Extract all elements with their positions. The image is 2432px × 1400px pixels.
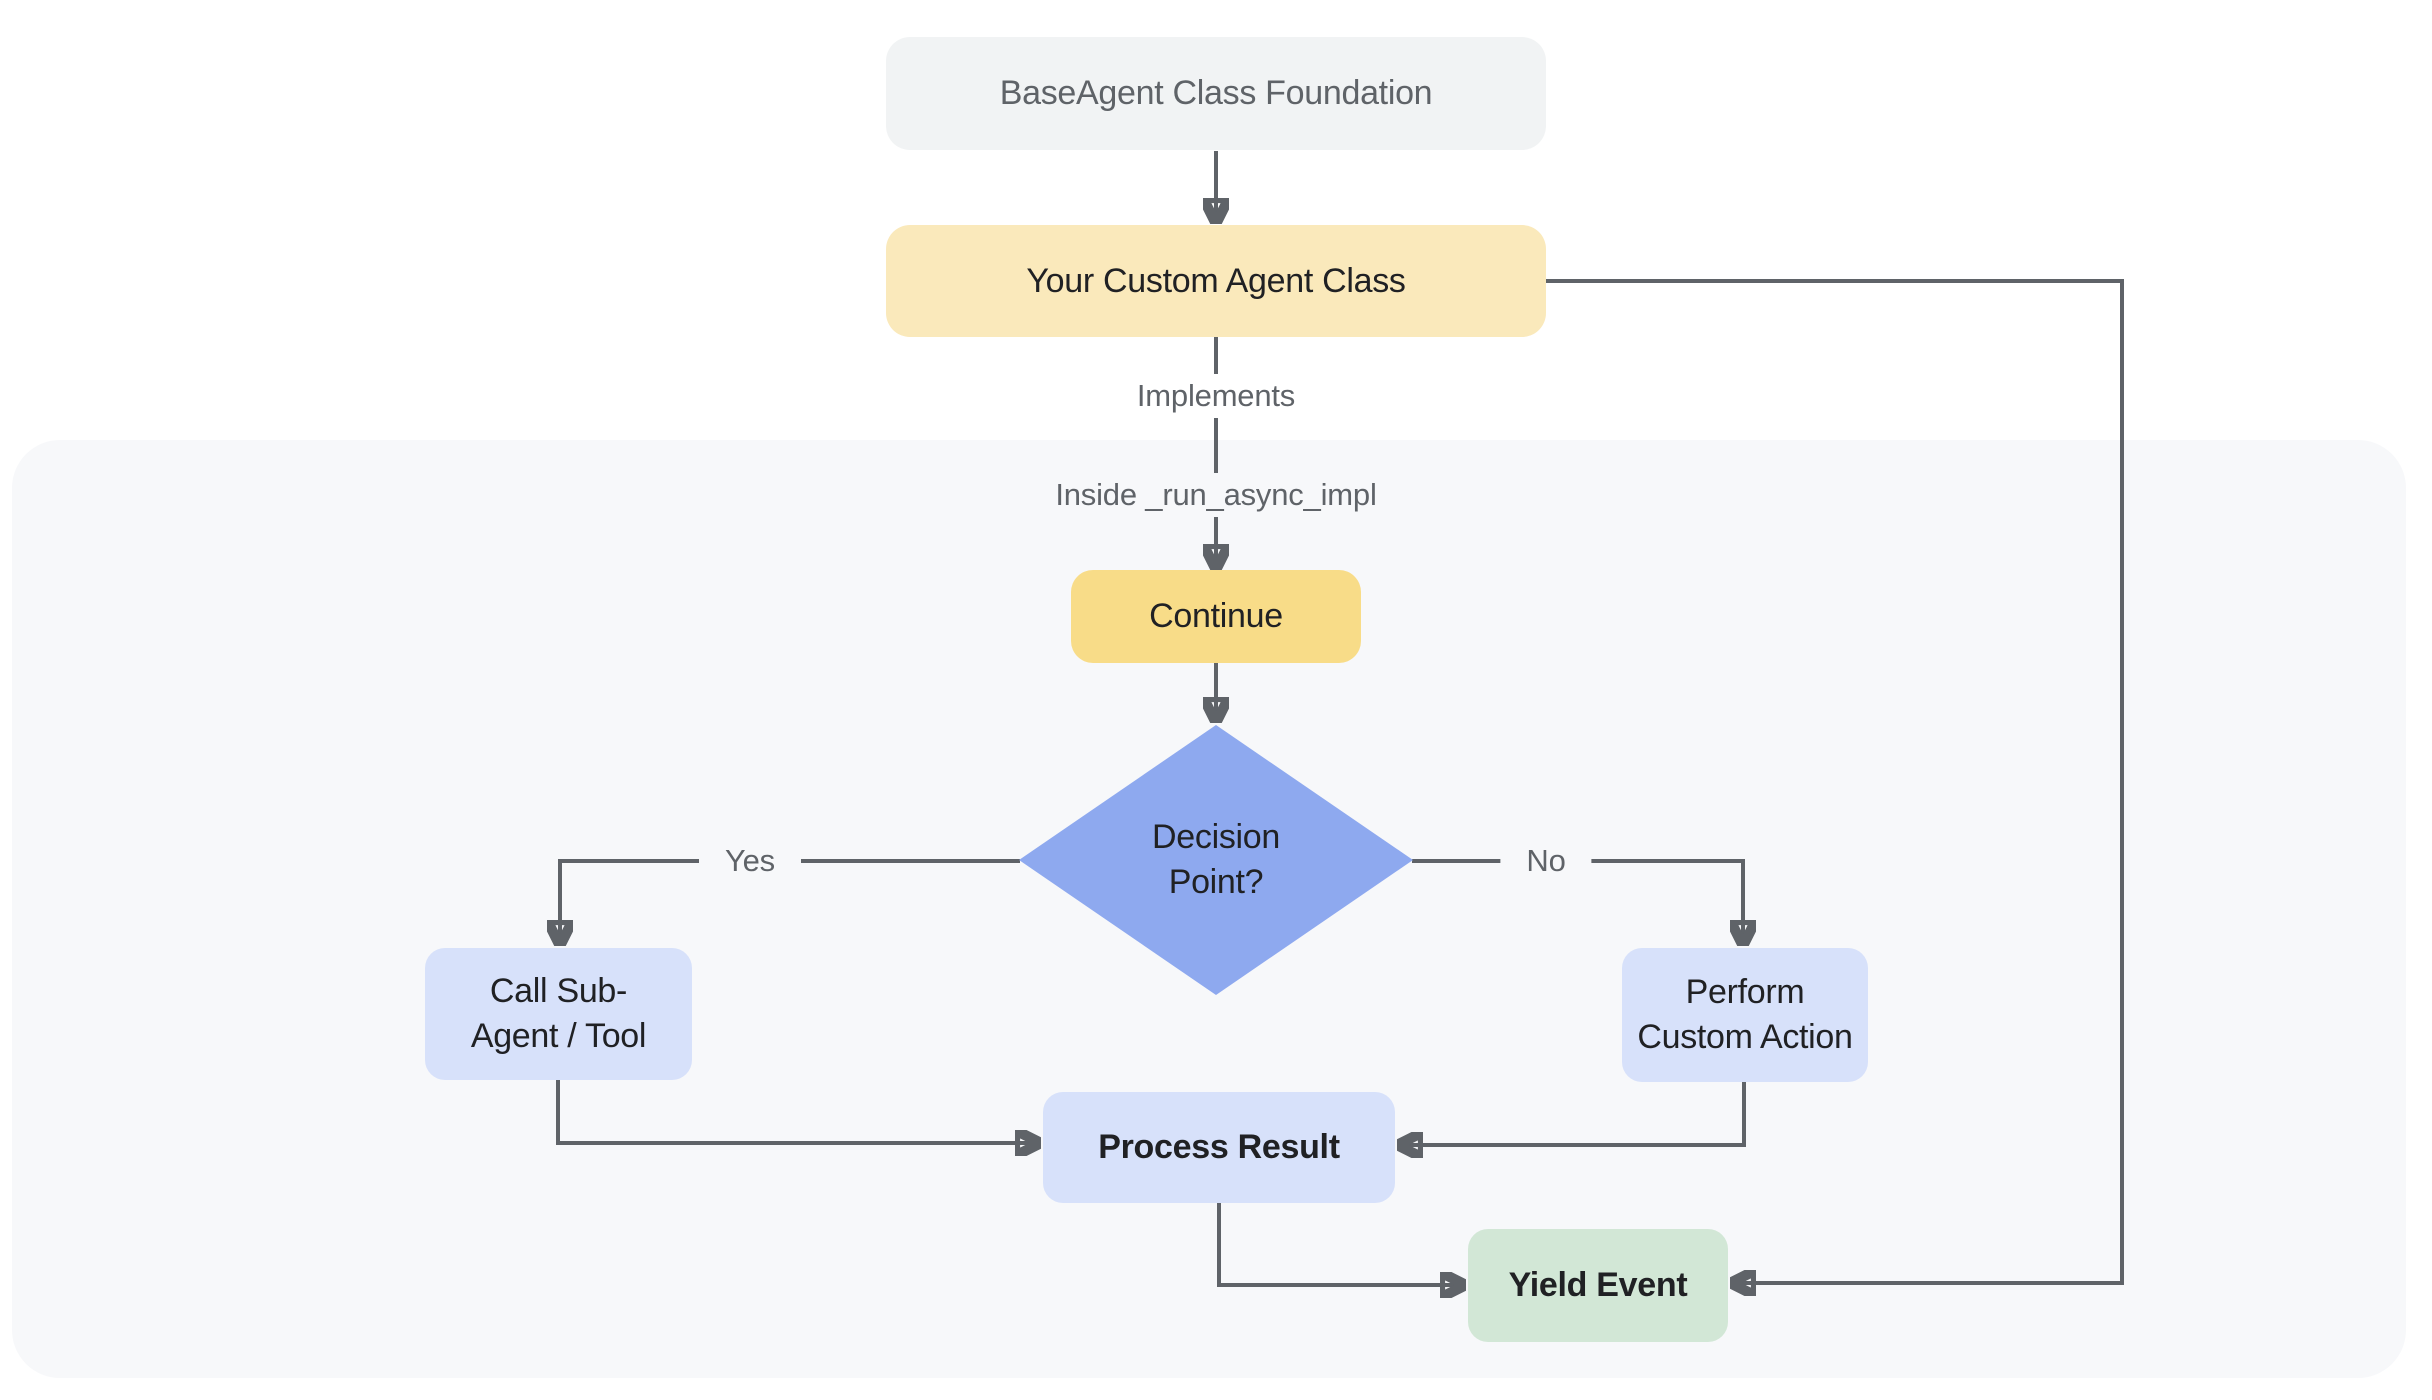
node-perform-custom-action: Perform Custom Action <box>1622 948 1868 1082</box>
edge-decision-yes-to-callsubagent <box>560 859 1020 942</box>
node-continue: Continue <box>1071 570 1361 663</box>
node-call-sub-agent: Call Sub- Agent / Tool <box>425 948 692 1080</box>
node-process-result: Process Result <box>1043 1092 1395 1203</box>
edge-customagent-to-yieldevent <box>1546 279 2124 1283</box>
edge-label-yes: Yes <box>699 839 801 883</box>
edge-performaction-to-processresult <box>1401 1082 1746 1145</box>
edge-callsubagent-to-processresult <box>556 1080 1037 1143</box>
node-custom-agent: Your Custom Agent Class <box>886 225 1546 337</box>
edge-label-implements: Implements <box>1110 374 1322 418</box>
edge-processresult-to-yieldevent <box>1217 1203 1462 1285</box>
node-yield-event: Yield Event <box>1468 1229 1728 1342</box>
node-base-agent: BaseAgent Class Foundation <box>886 37 1546 150</box>
edge-label-inside-run-async-impl: Inside _run_async_impl <box>1029 473 1403 517</box>
edge-label-no: No <box>1500 839 1592 883</box>
